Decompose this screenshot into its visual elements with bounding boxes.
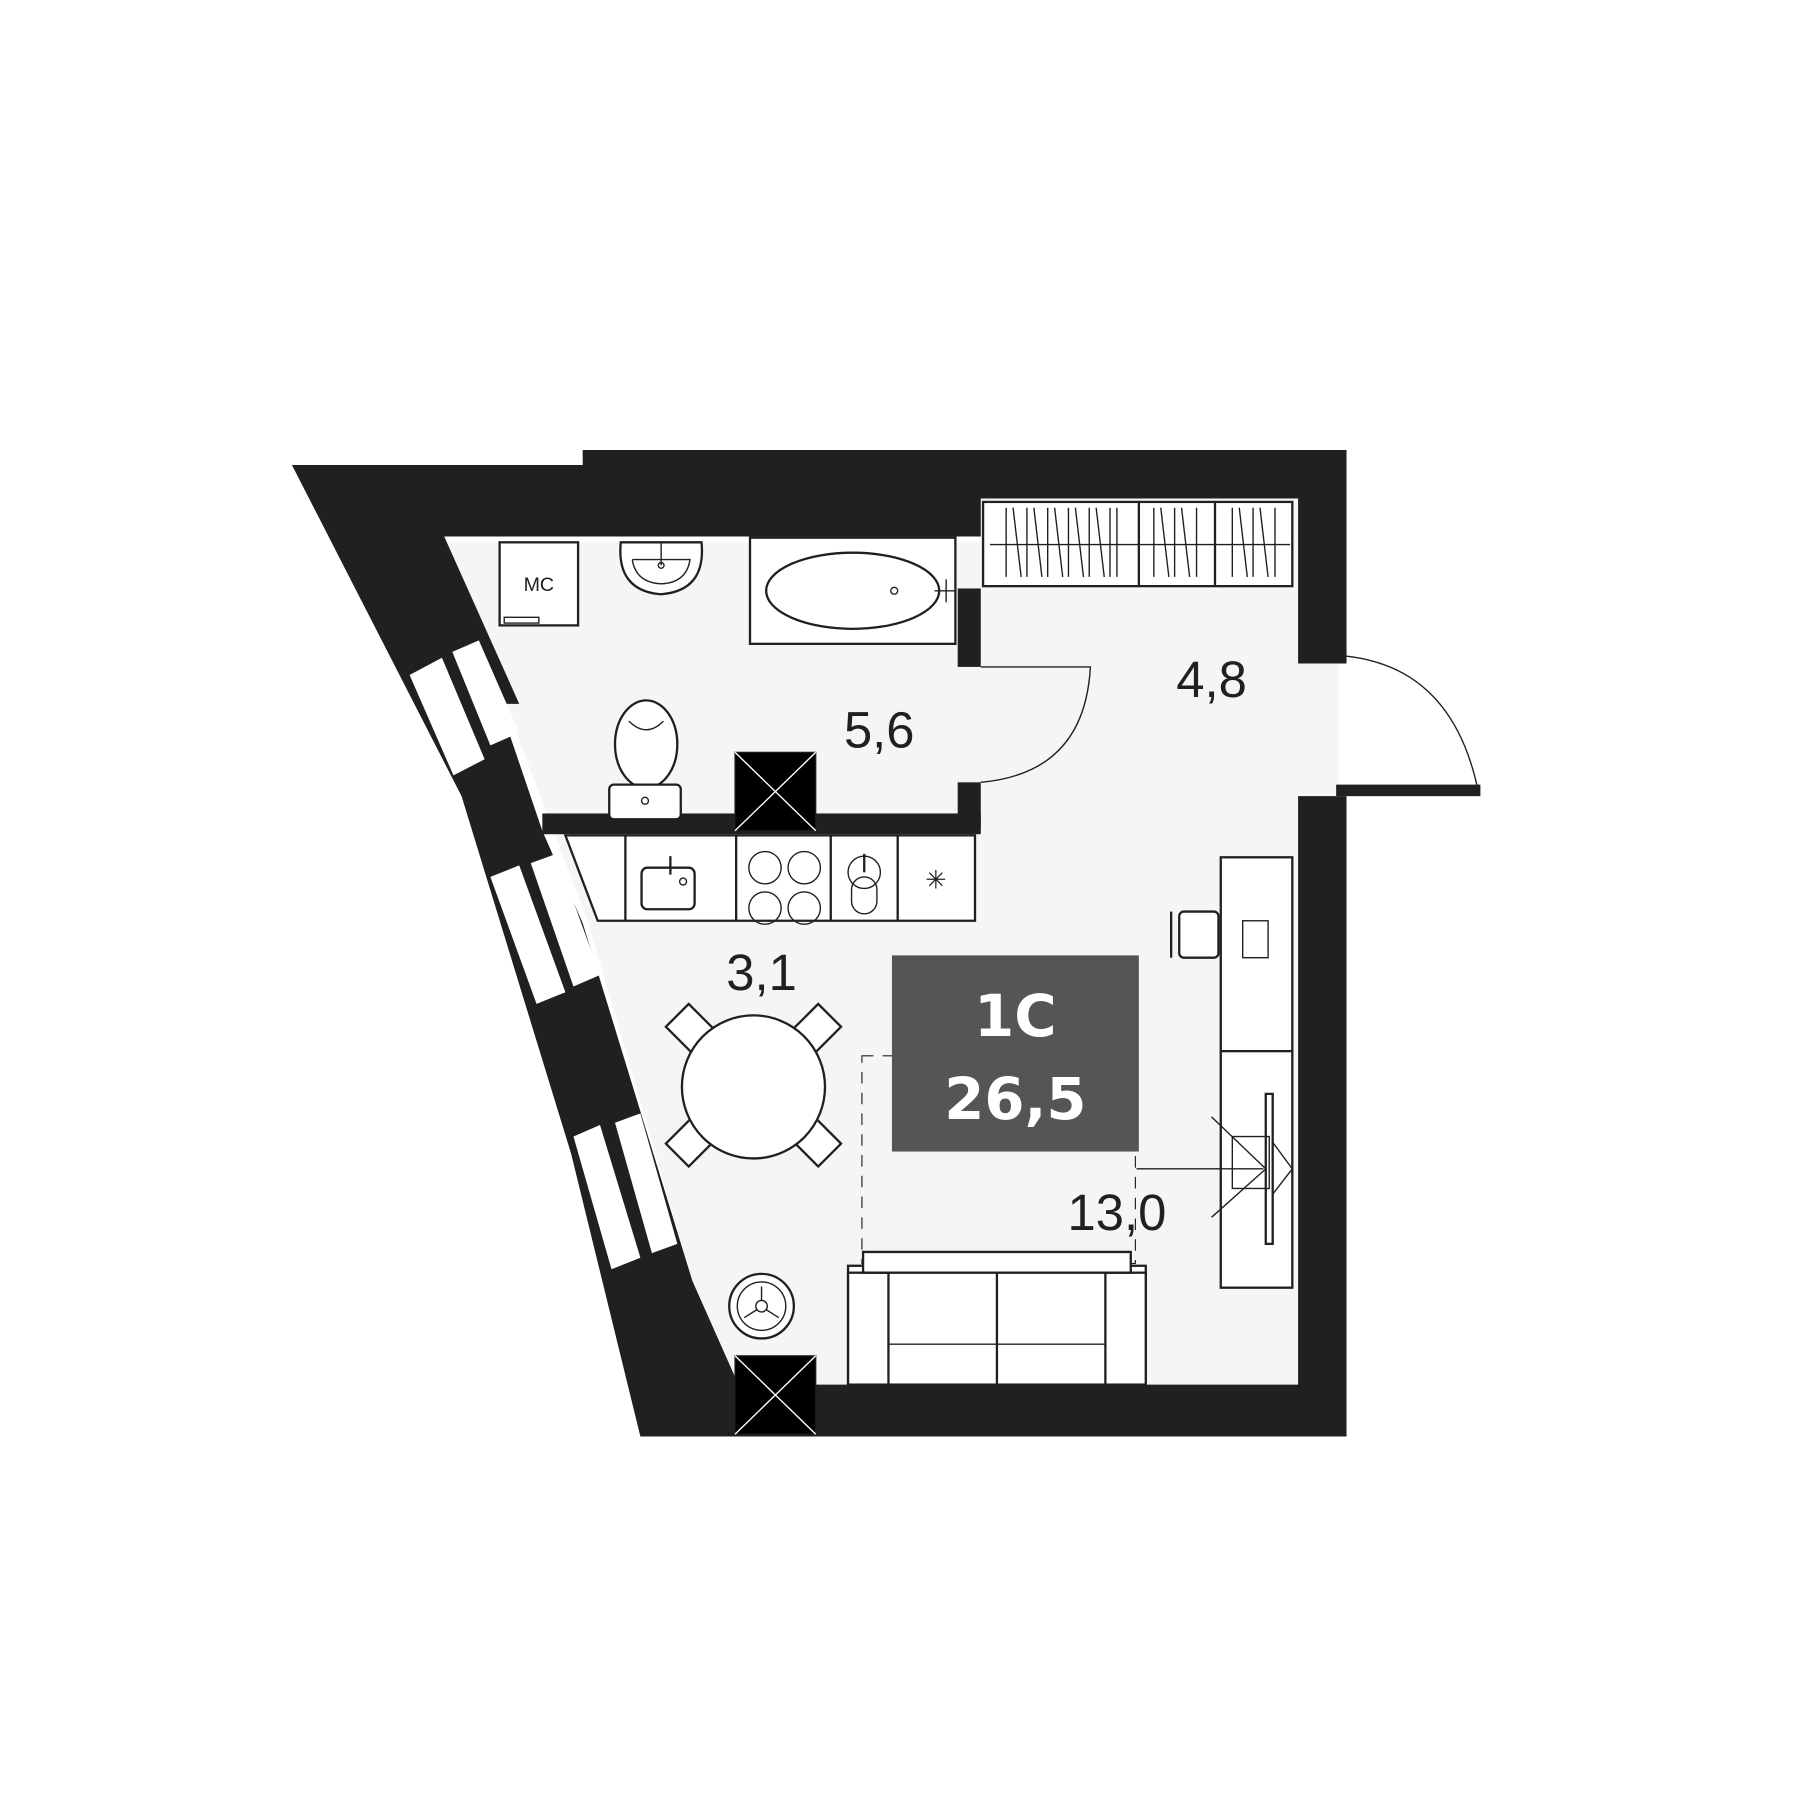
- entrance-door-icon: [1336, 654, 1481, 797]
- washing-machine-label: МС: [524, 574, 555, 596]
- unit-badge: 1C 26,5: [891, 955, 1139, 1152]
- kitchen-sink-icon: [640, 856, 696, 911]
- kitchen-counter: ✳: [563, 834, 977, 925]
- entry-threshold: [1298, 663, 1339, 797]
- desk-icon: [1219, 856, 1294, 1053]
- bathroom-area: 5,6: [844, 702, 915, 759]
- windows: [409, 640, 678, 1270]
- vent-shaft-bottom: [734, 1355, 817, 1435]
- dishwasher-icon: [847, 853, 882, 915]
- dining-table-icon: [664, 1002, 843, 1169]
- unit-code: 1C: [974, 982, 1056, 1050]
- vent-shaft-top: [734, 751, 817, 832]
- bathroom-door-swing: [980, 666, 1092, 783]
- floor-drain-icon: [728, 1272, 795, 1340]
- tv-stand-icon: [1136, 1050, 1294, 1289]
- unit-total-area: 26,5: [944, 1065, 1086, 1133]
- washbasin-icon: [619, 541, 704, 596]
- sofa-icon: [846, 1250, 1147, 1386]
- bathtub-icon: [748, 536, 957, 645]
- wardrobe-icon: [981, 500, 1294, 588]
- fridge-snowflake-icon: ✳: [925, 864, 946, 894]
- toilet-icon: [608, 699, 682, 821]
- rug-outline: [861, 1055, 1136, 1265]
- hallway-area: 4,8: [1176, 651, 1247, 708]
- cooktop-icon: [748, 850, 822, 925]
- office-chair-icon: [1170, 910, 1220, 959]
- washing-machine-icon: МС: [498, 541, 580, 627]
- kitchen-area: 3,1: [726, 944, 797, 1001]
- living-room-area: 13,0: [1068, 1184, 1167, 1241]
